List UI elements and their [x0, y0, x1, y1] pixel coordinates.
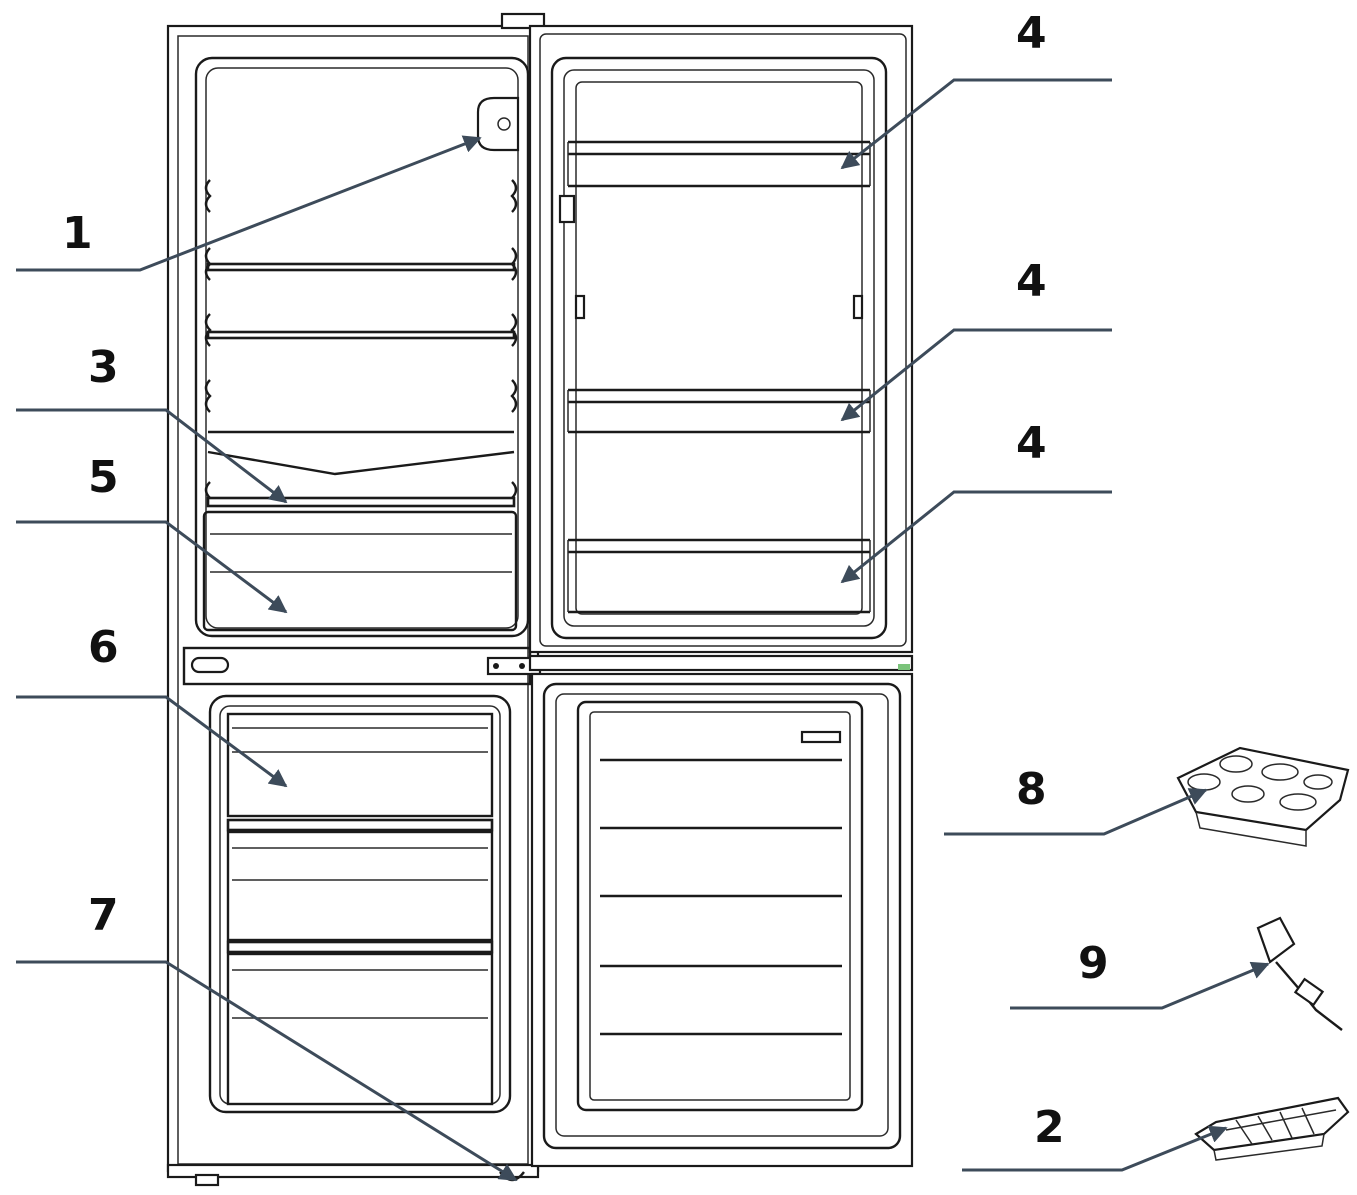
callout-labels: 1 3 5 6 7 4 4 4 8 9 2 [62, 8, 1109, 1153]
fridge-door [528, 24, 914, 654]
lamp-housing [476, 96, 520, 152]
callout-3: 3 [88, 342, 119, 393]
callout-4-bottom: 4 [1016, 418, 1047, 469]
callout-6: 6 [88, 622, 119, 673]
leader-lines [16, 78, 1270, 1182]
fridge-compartment [194, 56, 530, 638]
callout-4-top: 4 [1016, 8, 1047, 59]
ice-cube-tray [1194, 1096, 1350, 1161]
ice-scoop [1256, 916, 1343, 1031]
callout-7: 7 [88, 890, 119, 941]
freezer-drawers [226, 712, 494, 1106]
callout-8: 8 [1016, 764, 1047, 815]
callout-5: 5 [88, 452, 119, 503]
callout-2: 2 [1034, 1102, 1065, 1153]
callout-4-middle: 4 [1016, 256, 1047, 307]
egg-tray [1176, 746, 1350, 847]
callout-9: 9 [1078, 938, 1109, 989]
callout-1: 1 [62, 208, 93, 259]
cabinet-body [166, 12, 546, 1187]
fridge-shelves [206, 262, 516, 508]
freezer-door [530, 672, 914, 1168]
door-hinge [528, 654, 914, 672]
crisper-drawer [202, 510, 518, 632]
